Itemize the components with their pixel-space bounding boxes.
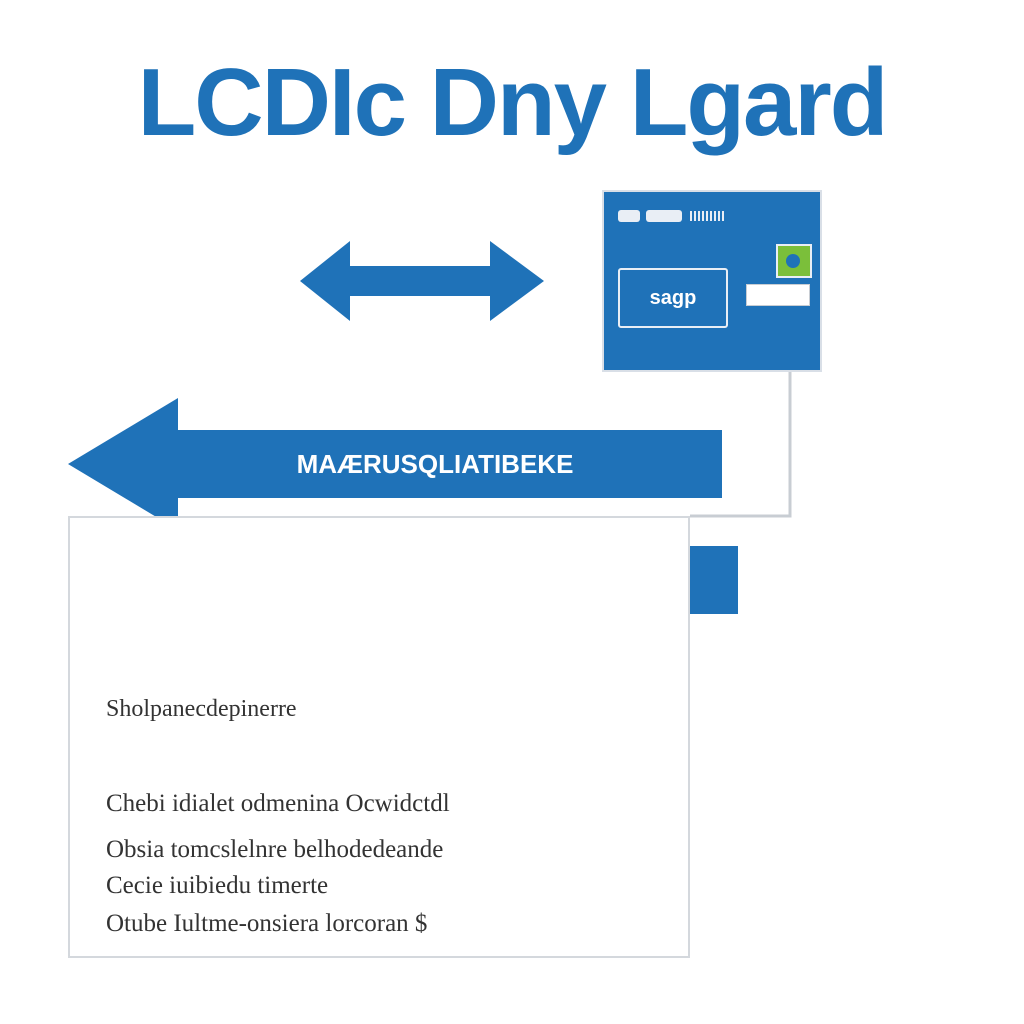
panel-heading: Sholpanecdepinerre bbox=[106, 696, 297, 722]
title: LCDIc Dny Lgard bbox=[137, 49, 889, 156]
banner-2-label: SANOO BGAISTPBEGAAE bbox=[252, 563, 658, 599]
device-port-icon bbox=[776, 244, 812, 278]
info-panel bbox=[68, 516, 690, 958]
panel-line: Otube Iultme-onsiera lorcoran $ bbox=[106, 910, 428, 937]
panel-line: Obsia tomcslelnre belhodedeande bbox=[106, 836, 444, 863]
cable-plug bbox=[746, 284, 810, 306]
panel-line: Cecie iuibiedu timerte bbox=[106, 872, 329, 899]
device-display-label: sagp bbox=[618, 268, 728, 328]
device-unit: sagp bbox=[602, 190, 822, 372]
panel-line: Chebi idialet odmenina Ocwidctdl bbox=[106, 790, 450, 817]
device-cable bbox=[690, 306, 792, 518]
device-button-indicator bbox=[646, 210, 682, 222]
double-arrow-icon bbox=[300, 241, 544, 321]
banner-1-label: MAÆRUSQLIATIBEKE bbox=[296, 449, 574, 479]
banner-arrow-1 bbox=[68, 398, 722, 530]
device-led-indicator bbox=[618, 210, 640, 222]
device-grille bbox=[690, 211, 726, 221]
